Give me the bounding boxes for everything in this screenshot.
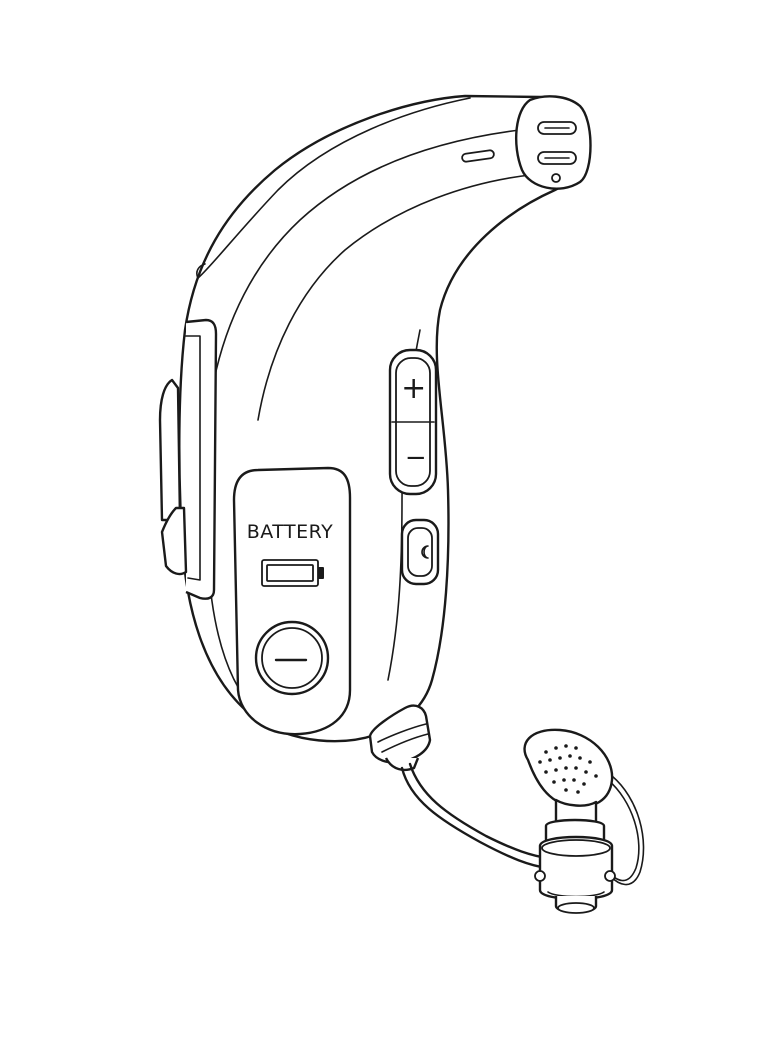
microphone-port-icon [551, 173, 561, 183]
battery-label: BATTERY [247, 521, 334, 543]
wire-tube [400, 762, 550, 870]
minus-icon: − [405, 443, 427, 473]
battery-door-button[interactable] [254, 620, 330, 696]
battery-icon [261, 559, 324, 587]
volume-up-button[interactable]: + [401, 371, 427, 406]
earpiece [523, 728, 645, 914]
power-icon [421, 545, 429, 559]
hearing-aid-body [158, 94, 592, 743]
speaker-icon [538, 744, 598, 794]
connector [368, 704, 432, 772]
plus-icon: + [401, 371, 427, 406]
power-button[interactable] [400, 518, 440, 586]
volume-rocker[interactable]: + − [388, 348, 438, 496]
volume-down-button[interactable]: − [405, 443, 427, 473]
